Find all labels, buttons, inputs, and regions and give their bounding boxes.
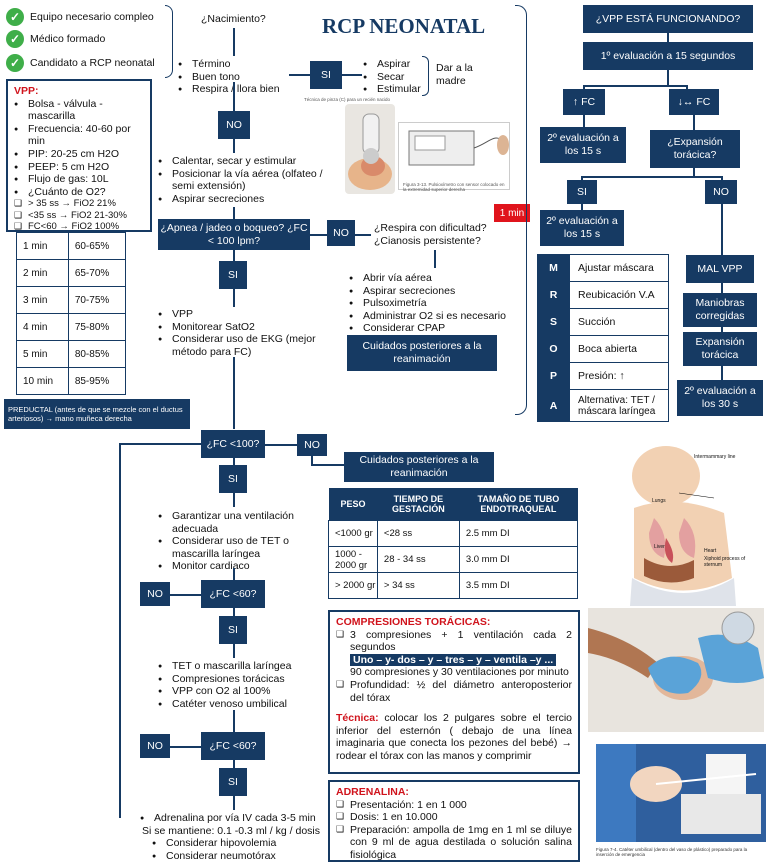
fc100-question: ¿FC <100? bbox=[201, 430, 265, 458]
si-node: SI bbox=[219, 768, 247, 796]
vpp-box: VPP: Bolsa - válvula - mascarilla Frecue… bbox=[6, 79, 152, 232]
no-node: NO bbox=[140, 582, 170, 606]
post-care-box: Cuidados posteriores a la reanimación bbox=[344, 452, 494, 482]
vpp-title: VPP: bbox=[14, 85, 39, 97]
no-node: NO bbox=[218, 111, 250, 139]
adrenaline-steps: Adrenalina por vía IV cada 3-5 min Si se… bbox=[140, 812, 340, 862]
si-node: SI bbox=[310, 61, 342, 89]
second-eval-box: 2º evaluación a los 15 s bbox=[540, 127, 626, 163]
mother-label: Dar a la madre bbox=[436, 62, 473, 87]
si-node: SI bbox=[567, 180, 597, 204]
respiratory-steps: Abrir vía aérea Aspirar secreciones Puls… bbox=[349, 272, 506, 335]
fc-equal-box: ↓↔ FC bbox=[669, 89, 719, 115]
one-min-badge: 1 min bbox=[494, 204, 530, 222]
o2-list: > 35 ss → FiO2 21% <35 ss → FiO2 21-30% … bbox=[14, 198, 144, 232]
check-item: ✓Candidato a RCP neonatal bbox=[6, 52, 155, 74]
compressions-box: COMPRESIONES TORÁCICAS: 3 compresiones +… bbox=[328, 610, 580, 774]
no-node: NO bbox=[705, 180, 737, 204]
mother-steps: Aspirar Secar Estimular bbox=[363, 58, 421, 96]
checklist: ✓Equipo necesario compleo ✓Médico formad… bbox=[6, 6, 155, 74]
expansion-question: ¿Expansión torácica? bbox=[650, 130, 740, 168]
pulse-oximeter-image: Figura 3-13. Pulsioxímetro con sensor co… bbox=[398, 122, 510, 192]
vpp-working-question: ¿VPP ESTÁ FUNCIONANDO? bbox=[583, 5, 753, 33]
initial-steps: Calentar, secar y estimular Posicionar l… bbox=[158, 155, 343, 205]
fc60-question: ¿FC <60? bbox=[201, 732, 265, 760]
si-node: SI bbox=[219, 261, 247, 289]
no-node: NO bbox=[297, 434, 327, 456]
checkmark-icon: ✓ bbox=[6, 54, 24, 72]
resuscitation-mask-image bbox=[345, 104, 395, 194]
no-node: NO bbox=[140, 734, 170, 758]
first-eval-box: 1º evaluación a 15 segundos bbox=[583, 42, 753, 70]
adrenaline-box: ADRENALINA: Presentación: 1 en 1 000 Dos… bbox=[328, 780, 580, 862]
birth-question: ¿Nacimiento? bbox=[201, 13, 266, 25]
second-eval-box: 2º evaluación a los 15 s bbox=[540, 210, 624, 246]
vpp-list: Bolsa - válvula - mascarilla Frecuencia:… bbox=[14, 98, 144, 199]
compression-steps: TET o mascarilla laríngea Compresiones t… bbox=[158, 660, 328, 710]
infant-anatomy-image: Intermammary line Lungs Liver Heart Xiph… bbox=[614, 438, 764, 606]
checkmark-icon: ✓ bbox=[6, 30, 24, 48]
vpp-steps: VPP Monitorear SatO2 Considerar uso de E… bbox=[158, 308, 328, 358]
si-node: SI bbox=[219, 465, 247, 493]
maniobras-box: Maniobras corregidas bbox=[683, 293, 757, 327]
mal-vpp-box: MAL VPP bbox=[686, 255, 754, 283]
check-item: ✓Médico formado bbox=[6, 28, 155, 50]
birth-criteria: Término Buen tono Respira / llora bien bbox=[178, 58, 280, 96]
no-node: NO bbox=[327, 220, 355, 246]
resp-question: ¿Respira con dificultad? ¿Cianosis persi… bbox=[374, 222, 487, 247]
preductal-note: PREDUCTAL (antes de que se mezcle con el… bbox=[4, 399, 190, 429]
checkmark-icon: ✓ bbox=[6, 8, 24, 26]
check-item: ✓Equipo necesario compleo bbox=[6, 6, 155, 28]
compression-technique-image bbox=[588, 608, 764, 732]
si-node: SI bbox=[219, 616, 247, 644]
ventilation-steps: Garantizar una ventilación adecuada Cons… bbox=[158, 510, 326, 573]
third-eval-box: 2º evaluación a los 30 s bbox=[677, 380, 763, 416]
post-care-box: Cuidados posteriores a la reanimación bbox=[347, 335, 497, 371]
expansion-box: Expansión torácica bbox=[683, 332, 757, 366]
apnea-question: ¿Apnea / jadeo o boqueo? ¿FC < 100 lpm? bbox=[158, 219, 310, 250]
page-title: RCP NEONATAL bbox=[322, 14, 486, 38]
umbilical-catheter-image: Figura 7-4. Catéter umbilical (dentro de… bbox=[596, 744, 766, 862]
brace bbox=[165, 5, 173, 78]
fc60-question: ¿FC <60? bbox=[201, 580, 265, 608]
fc-up-box: ↑ FC bbox=[563, 89, 605, 115]
